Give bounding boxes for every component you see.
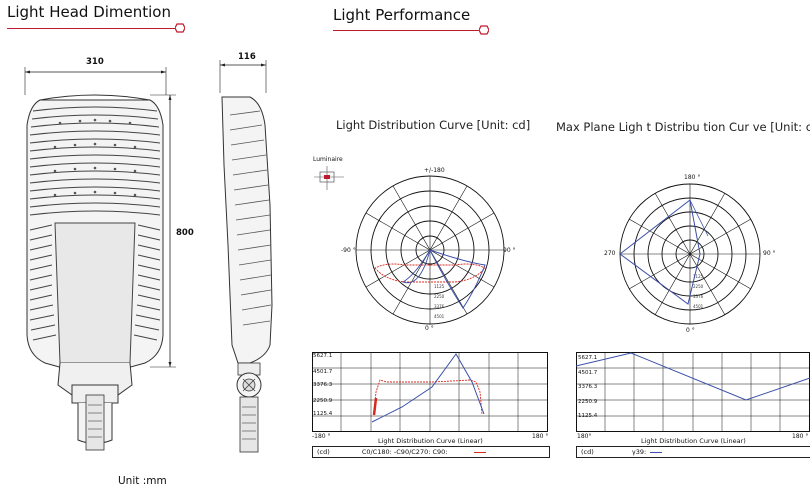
polar1-right-label: 90 °	[503, 247, 516, 254]
linear1-legend-text: C0/C180: -C90/C270: C90:	[361, 448, 448, 456]
linear1-legend-unit: (cd)	[317, 448, 330, 456]
svg-text:3376: 3376	[434, 304, 445, 309]
polar1-title: Light Distribution Curve [Unit: cd]	[336, 118, 531, 132]
svg-text:1125: 1125	[693, 274, 704, 279]
linear2-chart	[576, 352, 810, 432]
front-view-drawing	[24, 67, 176, 451]
linear2-ylabel-2: 4501.7	[578, 370, 598, 376]
svg-text:2250: 2250	[693, 284, 704, 289]
hexagon-marker-icon	[175, 23, 185, 33]
linear1-chart	[312, 352, 548, 432]
linear1-ylabel-5: 1125.4	[313, 411, 333, 417]
svg-text:4501: 4501	[693, 304, 704, 309]
linear1-ylabel-4: 2250.9	[313, 398, 333, 404]
svg-text:4501: 4501	[434, 314, 445, 319]
linear2-legend-unit: (cd)	[581, 448, 594, 456]
linear1-ylabel-2: 4501.7	[313, 369, 333, 375]
dimension-heading: Light Head Dimention	[7, 3, 171, 21]
polar2-left-label: 270	[604, 250, 616, 257]
polar2-bottom-label: 0 °	[686, 327, 695, 334]
linear2-ylabel-3: 3376.3	[578, 384, 598, 390]
svg-text:3376: 3376	[693, 294, 704, 299]
hexagon-marker-icon	[479, 25, 489, 35]
linear1-ylabel-3: 3376.3	[313, 382, 333, 388]
linear1-legend: (cd) C0/C180: -C90/C270: C90:	[312, 446, 550, 458]
linear2-ylabel-1: 5627.1	[578, 355, 598, 361]
linear2-x-right: 180 °	[792, 433, 809, 440]
polar1-bottom-label: 0 °	[425, 325, 434, 332]
side-depth-dimension: 116	[238, 52, 256, 62]
linear2-ylabel-5: 1125.4	[578, 413, 598, 419]
linear2-legend-text: γ39:	[631, 448, 647, 456]
linear2-legend-swatch	[650, 451, 663, 453]
polar2-chart: 1125 2250 3376 4501	[619, 183, 761, 325]
height-dimension: 800	[176, 228, 194, 238]
linear1-legend-swatch	[473, 451, 486, 453]
linear2-x-left: 180°	[577, 433, 592, 440]
dimension-heading-underline	[7, 28, 179, 29]
linear2-ylabel-4: 2250.9	[578, 399, 598, 405]
linear1-x-left: -180 °	[312, 433, 331, 440]
polar1-top-label: +/-180	[424, 167, 445, 174]
svg-text:2250: 2250	[434, 294, 445, 299]
unit-label: Unit :mm	[118, 475, 167, 487]
polar2-title: Max Plane Ligh t Distribu tion Cur ve [U…	[556, 120, 810, 134]
polar1-left-label: -90 °	[341, 247, 356, 254]
performance-heading: Light Performance	[333, 6, 471, 24]
luminaire-label: Luminaire	[313, 156, 343, 163]
linear1-x-right: 180 °	[532, 433, 549, 440]
luminaire-icon	[314, 166, 344, 190]
front-width-dimension: 310	[86, 57, 104, 67]
linear1-caption: Light Distribution Curve (Linear)	[378, 437, 483, 445]
side-view-drawing	[219, 60, 273, 453]
linear2-legend: (cd) γ39:	[576, 446, 810, 458]
svg-text:1125: 1125	[434, 284, 445, 289]
polar1-chart: 1125 2250 3376 4501	[355, 175, 505, 325]
polar2-right-label: 90 °	[763, 250, 776, 257]
linear1-ylabel-1: 5627.1	[313, 353, 333, 359]
linear2-caption: Light Distribution Curve (Linear)	[641, 437, 746, 445]
performance-heading-underline	[333, 30, 483, 31]
polar2-top-label: 180 °	[684, 174, 701, 181]
